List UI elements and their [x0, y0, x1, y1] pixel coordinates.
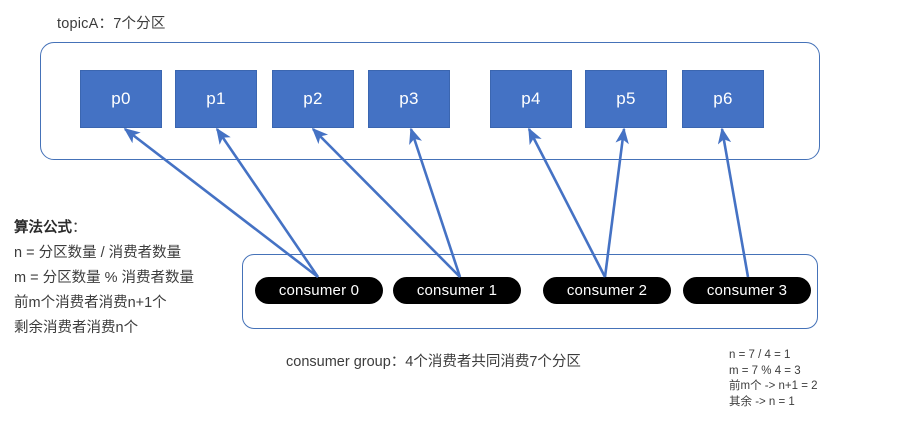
algorithm-line: 剩余消费者消费n个 — [14, 320, 139, 336]
algorithm-title-row: 算法公式： — [14, 216, 239, 241]
calculation-line: 前m个 -> n+1 = 2 — [729, 380, 818, 392]
calculation-line: m = 7 % 4 = 3 — [729, 364, 801, 377]
algorithm-title-colon: ： — [72, 220, 87, 236]
consumer-pill-2[interactable]: consumer 2 — [543, 277, 671, 304]
algorithm-title: 算法公式 — [14, 220, 72, 236]
partition-box-p2[interactable]: p2 — [272, 70, 354, 128]
partition-box-p1[interactable]: p1 — [175, 70, 257, 128]
partition-box-p0[interactable]: p0 — [80, 70, 162, 128]
consumer-pill-1[interactable]: consumer 1 — [393, 277, 521, 304]
partition-box-p4[interactable]: p4 — [490, 70, 572, 128]
algorithm-line: m = 分区数量 % 消费者数量 — [14, 270, 195, 286]
algorithm-formula-block: 算法公式： n = 分区数量 / 消费者数量 m = 分区数量 % 消费者数量 … — [14, 216, 239, 341]
consumer-pill-3[interactable]: consumer 3 — [683, 277, 811, 304]
partition-box-p5[interactable]: p5 — [585, 70, 667, 128]
topic-label: topicA：7个分区 — [57, 16, 166, 32]
partition-box-p6[interactable]: p6 — [682, 70, 764, 128]
algorithm-line: 前m个消费者消费n+1个 — [14, 295, 167, 311]
calculation-line: n = 7 / 4 = 1 — [729, 349, 791, 361]
consumer-group-caption: consumer group：4个消费者共同消费7个分区 — [286, 354, 581, 370]
algorithm-line: n = 分区数量 / 消费者数量 — [14, 245, 182, 261]
calculation-line: 其余 -> n = 1 — [729, 395, 795, 408]
consumer-pill-0[interactable]: consumer 0 — [255, 277, 383, 304]
partition-box-p3[interactable]: p3 — [368, 70, 450, 128]
calculation-notes: n = 7 / 4 = 1 m = 7 % 4 = 3 前m个 -> n+1 =… — [729, 348, 818, 410]
